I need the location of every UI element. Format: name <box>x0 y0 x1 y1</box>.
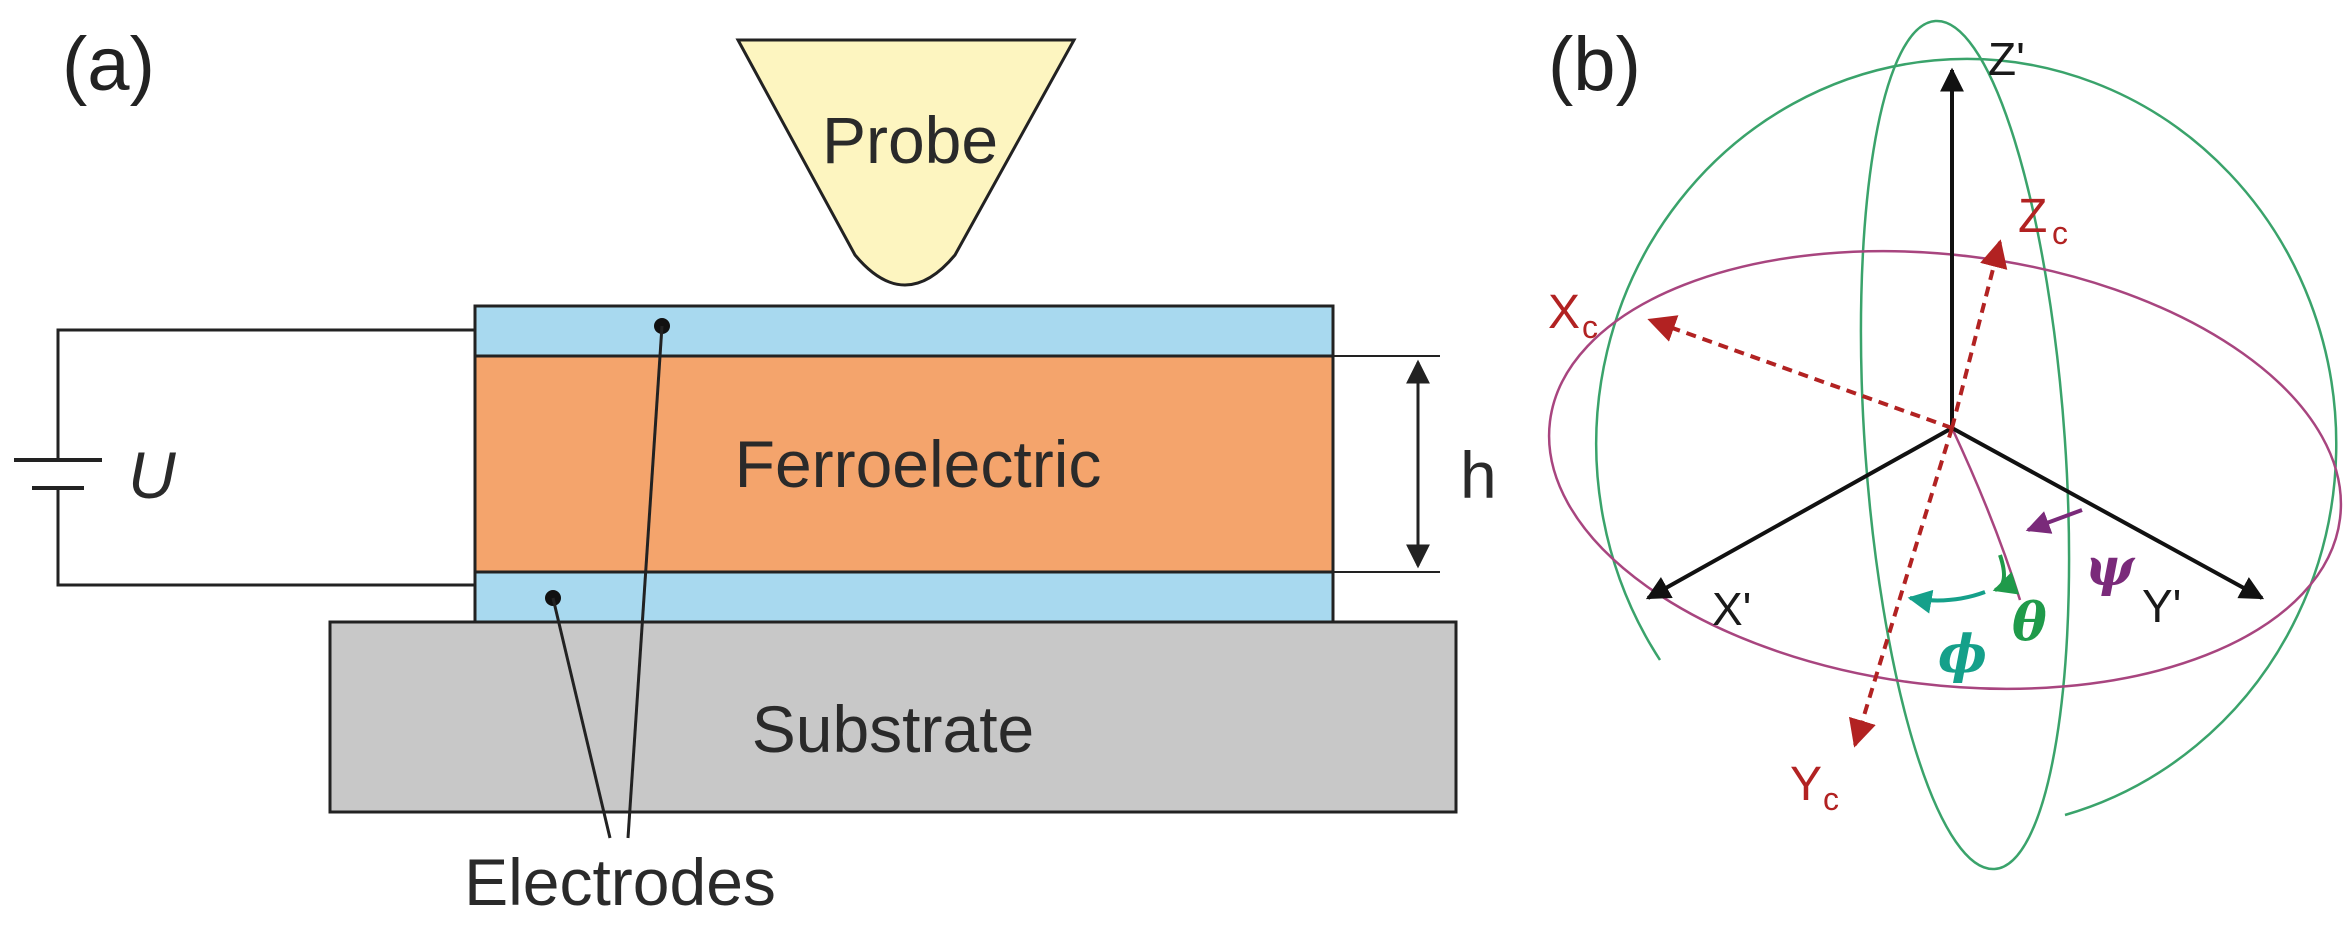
x-c-axis <box>1647 315 1953 430</box>
y-c-axis <box>1848 427 1954 748</box>
leader-bottom-electrode <box>551 597 612 839</box>
x-prime-label: X' <box>1712 583 1751 635</box>
z-c-axis <box>1950 239 2008 429</box>
x-prime-axis <box>1645 426 1953 600</box>
svg-text:c: c <box>1582 309 1598 345</box>
svg-text:c: c <box>2052 215 2068 251</box>
panel-b-label: (b) <box>1548 22 1641 107</box>
probe-tip <box>735 38 1077 287</box>
bottom-electrode <box>473 570 1335 624</box>
svg-text:Z: Z <box>2018 190 2047 243</box>
leader-top-electrode <box>626 325 664 839</box>
psi-label: ψ <box>2085 537 2136 598</box>
thickness-label: h <box>1460 438 1497 512</box>
panel-a: (a) U Substrate Ferroelectric Probe h El <box>14 22 1497 919</box>
svg-text:c: c <box>1823 781 1839 817</box>
substrate-layer <box>328 620 1458 814</box>
magenta-arc <box>1950 427 2022 601</box>
top-electrode <box>473 304 1335 358</box>
green-great-circle <box>1859 19 2071 871</box>
z-c-label: Z c <box>2018 190 2068 251</box>
substrate-label: Substrate <box>752 692 1035 766</box>
bottom-wire <box>56 490 475 587</box>
y-prime-axis <box>1951 426 2265 600</box>
theta-label: θ <box>2012 592 2047 653</box>
x-c-label: X c <box>1548 286 1598 345</box>
magenta-great-circle <box>1547 249 2343 691</box>
psi-arrow <box>2025 508 2083 534</box>
y-prime-label: Y' <box>2142 580 2181 632</box>
phi-label: ϕ <box>1938 624 1987 685</box>
sphere-outline <box>1595 57 2338 817</box>
svg-text:X: X <box>1548 286 1580 339</box>
ferroelectric-label: Ferroelectric <box>735 427 1102 501</box>
probe-label: Probe <box>822 103 998 177</box>
panel-a-label: (a) <box>62 22 155 107</box>
svg-text:Y: Y <box>1790 758 1822 811</box>
z-prime-label: Z' <box>1988 33 2025 85</box>
theta-arrow <box>1992 554 2020 595</box>
phi-arrow <box>1907 589 1986 614</box>
y-c-label: Y c <box>1790 758 1839 817</box>
panel-b: (b) Z' X' Y' Z c X c Y c <box>1547 19 2343 871</box>
top-wire <box>56 328 475 458</box>
electrodes-label: Electrodes <box>464 845 776 919</box>
voltage-label: U <box>128 438 176 512</box>
